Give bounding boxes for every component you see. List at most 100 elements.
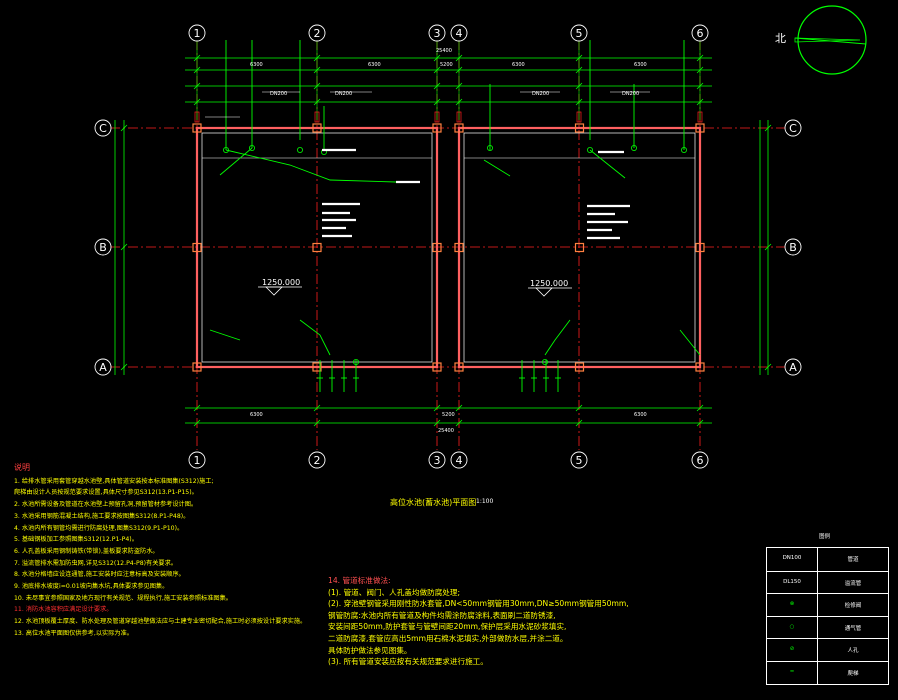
legend-title: 图例 bbox=[819, 534, 831, 540]
pipe-sleeve bbox=[576, 111, 582, 123]
valve-symbol-9 bbox=[542, 358, 549, 365]
svg-text:6: 6 bbox=[697, 27, 704, 40]
legend-symbol: ═ bbox=[790, 669, 794, 675]
structural-column bbox=[312, 242, 322, 253]
dim-bot-total: 25400 bbox=[438, 428, 454, 434]
grid-bubble-top-6: 6 bbox=[691, 24, 709, 42]
svg-text:3: 3 bbox=[434, 454, 441, 467]
pipe-sleeve bbox=[434, 111, 440, 123]
grid-bubble-left-B: B bbox=[94, 238, 112, 256]
note-item: 3. 水池采用钢筋混凝土结构,施工要求按图集S312(8.P1-P48)。 bbox=[14, 512, 190, 520]
valve-symbol-2 bbox=[296, 146, 303, 153]
dim-top-total: 25400 bbox=[436, 48, 452, 54]
notes-heading: 说明 bbox=[14, 463, 30, 472]
tank-inner-wall-0 bbox=[201, 132, 433, 363]
dim-bot-1: 6300 bbox=[250, 412, 263, 418]
grid-bubble-right-B: B bbox=[784, 238, 802, 256]
legend-meaning: 通气管 bbox=[844, 625, 862, 632]
pipe-labels: DN200 DN200 DN200 DN200 bbox=[270, 91, 639, 97]
dim-bot-gap: 5200 bbox=[442, 412, 455, 418]
pipe-branch-3 bbox=[589, 149, 626, 179]
note-item: 2. 水池所需设备及管道在水池壁上预留孔洞,预留管材参考设计图。 bbox=[14, 501, 198, 509]
dim-tick bbox=[455, 419, 463, 427]
pipe-branch-8 bbox=[544, 319, 571, 356]
structural-column bbox=[454, 123, 464, 133]
structural-column bbox=[454, 362, 464, 372]
pipe-sleeve bbox=[697, 111, 703, 123]
note-item: 10. 未尽事宜参照国家及地方现行有关规范、规程执行,施工安装参照标准图集。 bbox=[14, 594, 232, 602]
svg-text:1: 1 bbox=[194, 454, 201, 467]
pipe-note-item: (1). 管道、阀门、人孔盖均做防腐处理; bbox=[328, 587, 461, 597]
grid-bubble-top-4: 4 bbox=[450, 24, 468, 42]
drawing-scale: 1:100 bbox=[476, 498, 494, 505]
level-right: 1250.000 bbox=[528, 279, 572, 297]
legend-row: ⊗检修阀 bbox=[767, 593, 888, 616]
structural-column bbox=[695, 123, 705, 133]
legend-row: DL150 溢流管 bbox=[767, 570, 888, 594]
structural-column bbox=[432, 242, 442, 253]
design-notes: 说明 1. 给排水管采用套管穿越水池壁,具体管道安装按本标准图集(S312)施工… bbox=[14, 462, 344, 640]
pipe-label-3: DN200 bbox=[532, 91, 549, 97]
legend-meaning: 人孔 bbox=[847, 648, 859, 655]
legend-symbol: ○ bbox=[789, 623, 795, 630]
dim-tick bbox=[120, 363, 128, 371]
pipe-branch-2 bbox=[219, 147, 253, 176]
tank-walls bbox=[192, 123, 705, 372]
valve-symbol-7 bbox=[681, 146, 688, 153]
pipe-note-item: 具体防护做法参见图集。 bbox=[328, 645, 412, 655]
svg-text:2: 2 bbox=[314, 454, 321, 467]
north-label: 北 bbox=[775, 32, 786, 45]
dim-tick bbox=[764, 243, 772, 251]
legend-symbol: DL150 bbox=[783, 578, 801, 585]
dim-tick bbox=[313, 419, 321, 427]
dim-top-gap: 5200 bbox=[440, 62, 453, 68]
structural-column bbox=[574, 242, 585, 253]
pipe-sleeve bbox=[314, 111, 320, 123]
tank-outer-wall-1 bbox=[457, 126, 702, 369]
valve-symbol-4 bbox=[486, 144, 493, 151]
valve-symbol-0 bbox=[222, 146, 229, 153]
legend-meaning: 管道 bbox=[847, 557, 859, 563]
valve-symbol-5 bbox=[587, 146, 594, 153]
grid-bubble-left-A: A bbox=[94, 358, 112, 376]
structural-column bbox=[432, 362, 442, 372]
dim-tick bbox=[764, 363, 772, 371]
structural-column bbox=[695, 362, 705, 372]
svg-text:A: A bbox=[99, 361, 107, 374]
dim-bot-4: 6300 bbox=[634, 412, 647, 418]
legend-row: ○ 通气管 bbox=[767, 615, 888, 639]
dim-tick bbox=[696, 404, 704, 412]
dim-tick bbox=[455, 404, 463, 412]
legend-meaning: 溢流管 bbox=[844, 580, 862, 587]
note-item: 1. 给排水管采用套管穿越水池壁,具体管道安装按本标准图集(S312)施工; bbox=[14, 477, 214, 485]
legend-symbol: DN100 bbox=[782, 555, 802, 561]
legend-meaning: 检修阀 bbox=[844, 603, 862, 610]
pipe-note-item: (2). 穿池壁钢管采用刚性防水套管,DN<50mm钢管用30mm,DN≥50m… bbox=[328, 599, 629, 609]
valve-symbol-1 bbox=[248, 144, 255, 151]
legend-row: ⊘人孔 bbox=[767, 638, 888, 661]
pipe-notes: 14. 管道标准做法: (1). 管道、阀门、人孔盖均做防腐处理; (2). 穿池… bbox=[328, 575, 748, 668]
pipe-notes-heading: 14. 管道标准做法: bbox=[328, 576, 391, 585]
pipe-label-1: DN200 bbox=[270, 91, 287, 97]
note-item: 爬梯由设计人员按规范要求设置,具体尺寸参见S312(13.P1-P15)。 bbox=[14, 489, 198, 497]
structural-column bbox=[574, 362, 585, 372]
grid-bubble-bottom-2: 2 bbox=[308, 451, 326, 469]
pipe-note-item: (3). 所有管道安装应按有关规范要求进行施工。 bbox=[328, 657, 488, 667]
pipe-branch-7 bbox=[299, 319, 331, 356]
pipe-branch-6 bbox=[679, 329, 701, 356]
dim-tick bbox=[696, 419, 704, 427]
structural-column bbox=[454, 242, 464, 253]
structural-column bbox=[312, 123, 322, 133]
level-right-text: 1250.000 bbox=[530, 279, 568, 288]
structural-column bbox=[432, 123, 442, 133]
structural-column bbox=[192, 242, 202, 253]
tank-outer-wall-0 bbox=[195, 126, 439, 369]
grid-bubble-bottom-1: 1 bbox=[188, 451, 206, 469]
pipe-lines bbox=[194, 40, 703, 392]
note-item: 12. 水池顶板覆土厚度、防水处理及管道穿越池壁做法应与土建专业密切配合,施工时… bbox=[14, 618, 307, 626]
pipe-notes-list: (1). 管道、阀门、人孔盖均做防腐处理; (2). 穿池壁钢管采用刚性防水套管,… bbox=[328, 587, 748, 668]
dim-tick bbox=[433, 404, 441, 412]
pipe-note-item: 安装间距50mm,防护套管与管壁间距20mm,保护层采用水泥砂浆填实, bbox=[328, 622, 567, 632]
note-item: 9. 池底排水坡度i=0.01坡向集水坑,具体要求参见图集。 bbox=[14, 583, 169, 591]
pipe-sleeve bbox=[194, 111, 200, 123]
